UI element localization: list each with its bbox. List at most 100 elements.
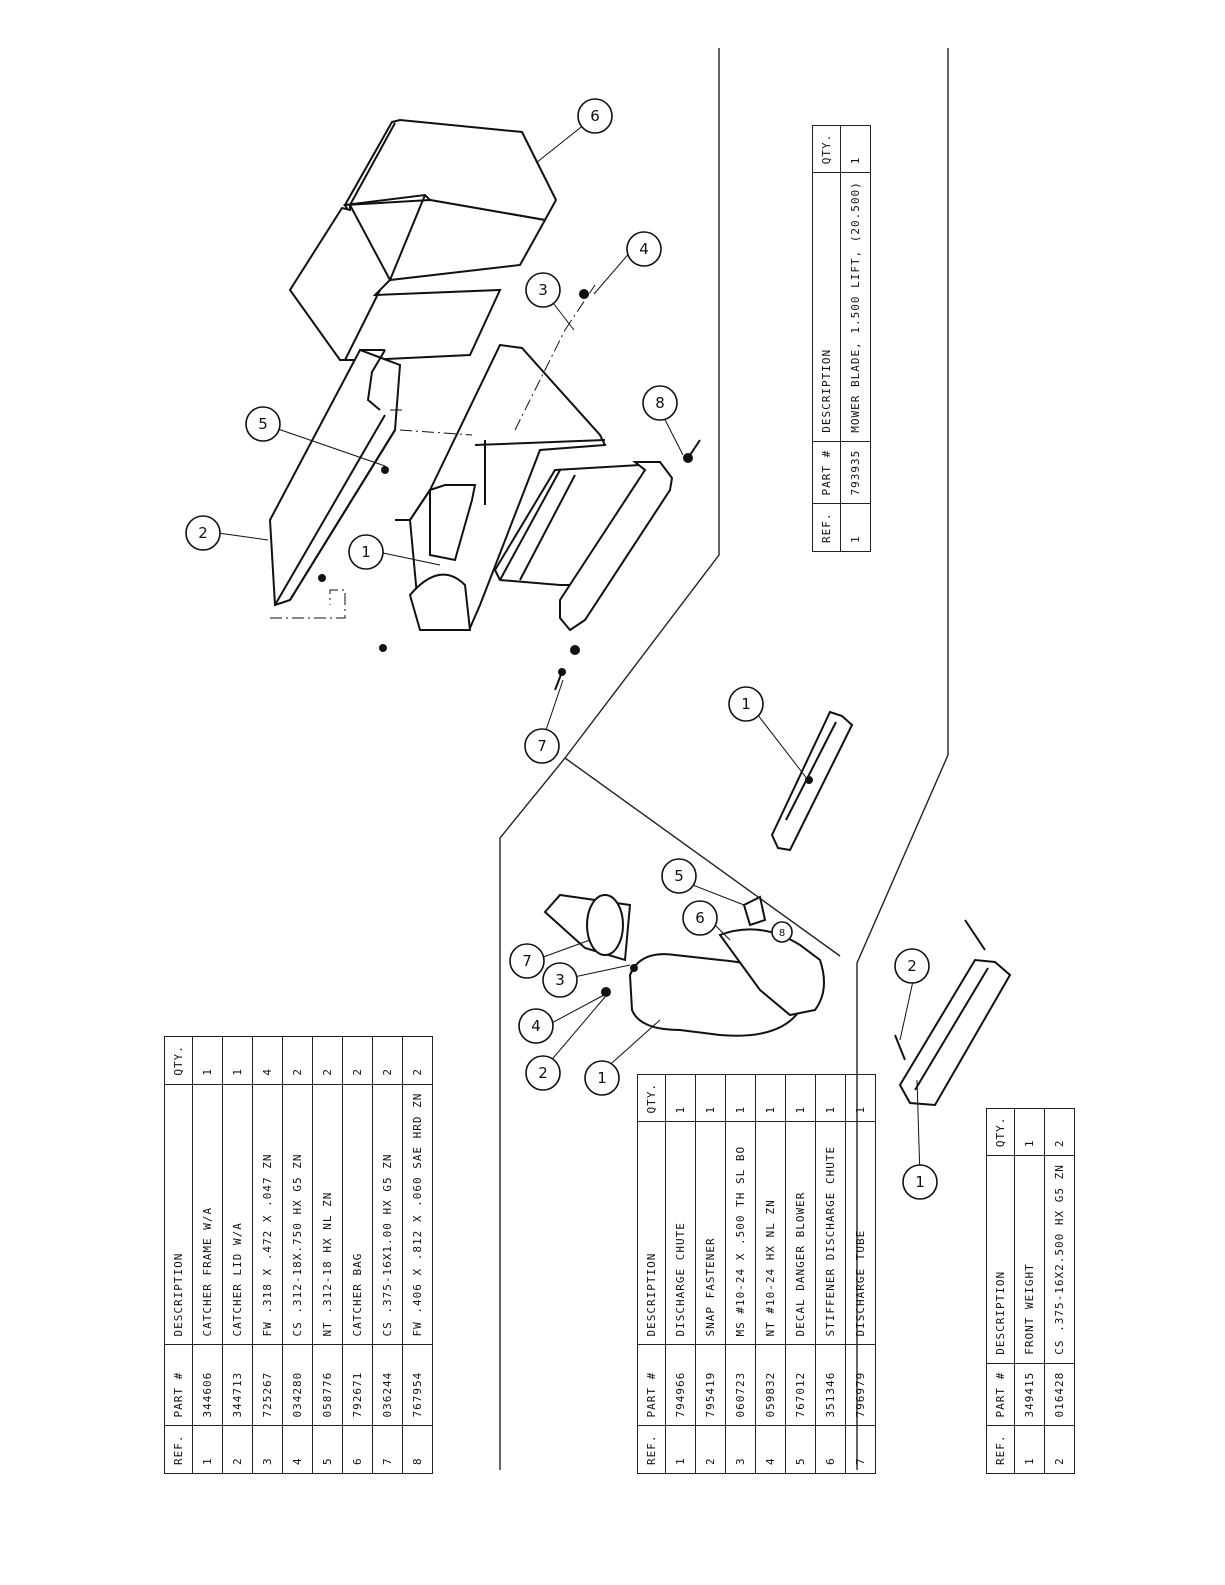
callout-catcher-3: 3 (525, 272, 561, 308)
cell-part-number: 058776 (312, 1345, 343, 1426)
catcher-frame-drawing (395, 343, 674, 632)
catcher-lid-drawing (268, 348, 402, 607)
cell-description: NT #10-24 HX NL ZN (755, 1122, 786, 1345)
cell-description: FRONT WEIGHT (1014, 1155, 1045, 1364)
callout-label: 5 (258, 415, 268, 433)
header-description: DESCRIPTION (986, 1155, 1015, 1364)
cell-ref: 1 (1014, 1426, 1045, 1474)
cell-ref: 3 (252, 1426, 283, 1474)
callout-chute-7: 7 (509, 943, 545, 979)
header-description: DESCRIPTION (164, 1084, 193, 1345)
callout-catcher-7: 7 (524, 728, 560, 764)
header-ref: REF. (164, 1426, 193, 1474)
callout-catcher-5: 5 (245, 406, 281, 442)
cell-description: MS #10-24 X .500 TH SL BO (725, 1122, 756, 1345)
callout-label: 5 (674, 867, 684, 885)
cell-description: SNAP FASTENER (695, 1122, 726, 1345)
catcher-hardware (318, 289, 701, 691)
mower-blade-drawing (770, 710, 854, 852)
cell-ref: 4 (755, 1426, 786, 1474)
header-qty: QTY. (812, 125, 841, 173)
callout-label: 3 (538, 281, 548, 299)
cell-part-number: 767012 (785, 1345, 816, 1426)
header-ref: REF. (812, 504, 841, 552)
header-part: PART # (164, 1345, 193, 1426)
cell-part-number: 034280 (282, 1345, 313, 1426)
leader-lines (217, 115, 921, 1178)
cell-description: CS .312-18X.750 HX G5 ZN (282, 1084, 313, 1345)
cell-part-number: 796979 (845, 1345, 876, 1426)
cell-qty: 2 (342, 1036, 373, 1085)
callout-label: 1 (741, 695, 751, 713)
cell-ref: 2 (222, 1426, 253, 1474)
cell-qty: 2 (1044, 1108, 1075, 1156)
cell-description: CS .375-16X2.500 HX G5 ZN (1044, 1155, 1075, 1364)
callout-chute-5: 5 (661, 858, 697, 894)
cell-ref: 4 (282, 1426, 313, 1474)
callout-label: 2 (198, 524, 208, 542)
callouts-weight: 2 1 (894, 948, 938, 1200)
callouts-catcher: 6 4 3 5 2 1 8 7 (185, 98, 678, 764)
callout-chute-2: 2 (525, 1055, 561, 1091)
cell-ref: 5 (785, 1426, 816, 1474)
cell-qty: 1 (222, 1036, 253, 1085)
cell-ref: 5 (312, 1426, 343, 1474)
cell-part-number: 793935 (840, 441, 871, 504)
cell-part-number: 349415 (1014, 1363, 1045, 1426)
cell-qty: 4 (252, 1036, 283, 1085)
cell-qty: 1 (815, 1074, 846, 1122)
cell-ref: 6 (342, 1426, 373, 1474)
callout-weight-1: 1 (902, 1164, 938, 1200)
cell-part-number: 351346 (815, 1345, 846, 1426)
callout-label: 1 (915, 1173, 925, 1191)
callout-label: 1 (361, 543, 371, 561)
cell-description: CS .375-16X1.00 HX G5 ZN (372, 1084, 403, 1345)
callout-label: 2 (907, 957, 917, 975)
cell-description: CATCHER FRAME W/A (192, 1084, 223, 1345)
callout-blade-1: 1 (728, 686, 764, 722)
header-qty: QTY. (637, 1074, 666, 1122)
header-qty: QTY. (164, 1036, 193, 1085)
front-weight-drawing (894, 919, 1012, 1107)
cell-part-number: 016428 (1044, 1363, 1075, 1426)
cell-qty: 1 (785, 1074, 816, 1122)
header-description: DESCRIPTION (637, 1122, 666, 1345)
callouts-chute: 7 3 4 2 1 5 6 8 (509, 858, 793, 1096)
header-part: PART # (812, 441, 841, 504)
cell-qty: 2 (312, 1036, 343, 1085)
cell-ref: 6 (815, 1426, 846, 1474)
callout-catcher-2: 2 (185, 515, 221, 551)
callout-label: 1 (597, 1069, 607, 1087)
cell-part-number: 725267 (252, 1345, 283, 1426)
callout-chute-3: 3 (542, 962, 578, 998)
cell-qty: 1 (665, 1074, 696, 1122)
cell-qty: 1 (1014, 1108, 1045, 1156)
callout-chute-6: 6 (682, 900, 718, 936)
catcher-assembly-drawing (268, 118, 701, 691)
callout-label: 7 (522, 952, 532, 970)
callout-label: 6 (590, 107, 600, 125)
cell-part-number: 795419 (695, 1345, 726, 1426)
header-part: PART # (637, 1345, 666, 1426)
callout-label: 4 (639, 240, 649, 258)
cell-ref: 2 (695, 1426, 726, 1474)
callouts-blade: 1 (728, 686, 764, 722)
cell-qty: 2 (372, 1036, 403, 1085)
callout-chute-8: 8 (771, 921, 793, 943)
cell-part-number: 792671 (342, 1345, 373, 1426)
cell-qty: 2 (402, 1036, 433, 1085)
callout-chute-4: 4 (518, 1008, 554, 1044)
cell-part-number: 767954 (402, 1345, 433, 1426)
